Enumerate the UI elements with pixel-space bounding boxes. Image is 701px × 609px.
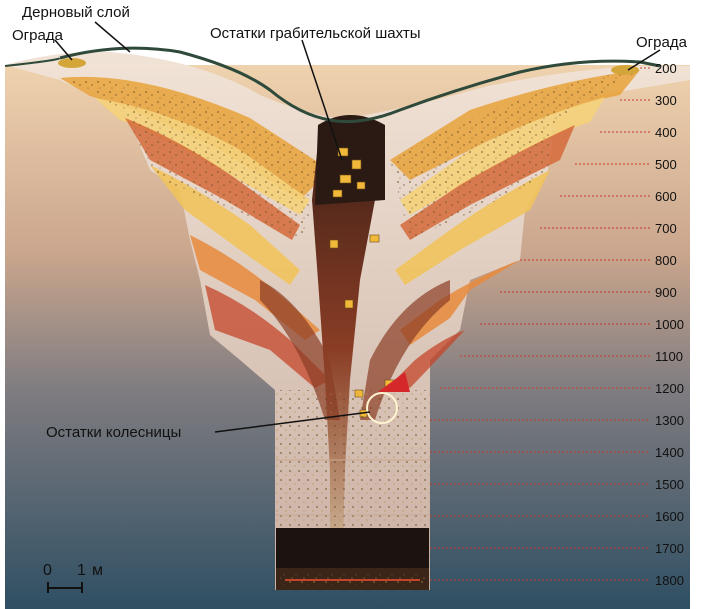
shaft-top-dark: [315, 115, 385, 205]
scale-zero: 0: [43, 563, 52, 579]
label-robber-shaft: Остатки грабительской шахты: [210, 26, 421, 41]
depth-label: 600: [655, 190, 677, 203]
depth-label: 1300: [655, 414, 684, 427]
depth-label: 700: [655, 222, 677, 235]
depth-label: 1700: [655, 542, 684, 555]
scale-one: 1: [77, 563, 86, 579]
burial-chamber: [276, 528, 429, 568]
label-fence-right: Ограда: [636, 35, 687, 50]
depth-label: 1800: [655, 574, 684, 587]
depth-label: 1500: [655, 478, 684, 491]
scale-unit: м: [92, 563, 103, 579]
label-chariot: Остатки колесницы: [46, 425, 181, 440]
depth-label: 500: [655, 158, 677, 171]
depth-label: 200: [655, 62, 677, 75]
depth-label: 1100: [655, 350, 683, 363]
label-turf-layer: Дерновый слой: [22, 5, 130, 20]
depth-label: 800: [655, 254, 677, 267]
depth-label: 1400: [655, 446, 684, 459]
label-fence-left: Ограда: [12, 28, 63, 43]
depth-label: 900: [655, 286, 677, 299]
depth-label: 1600: [655, 510, 684, 523]
depth-label: 400: [655, 126, 677, 139]
depth-label: 1000: [655, 318, 684, 331]
depth-label: 1200: [655, 382, 684, 395]
depth-label: 300: [655, 94, 677, 107]
